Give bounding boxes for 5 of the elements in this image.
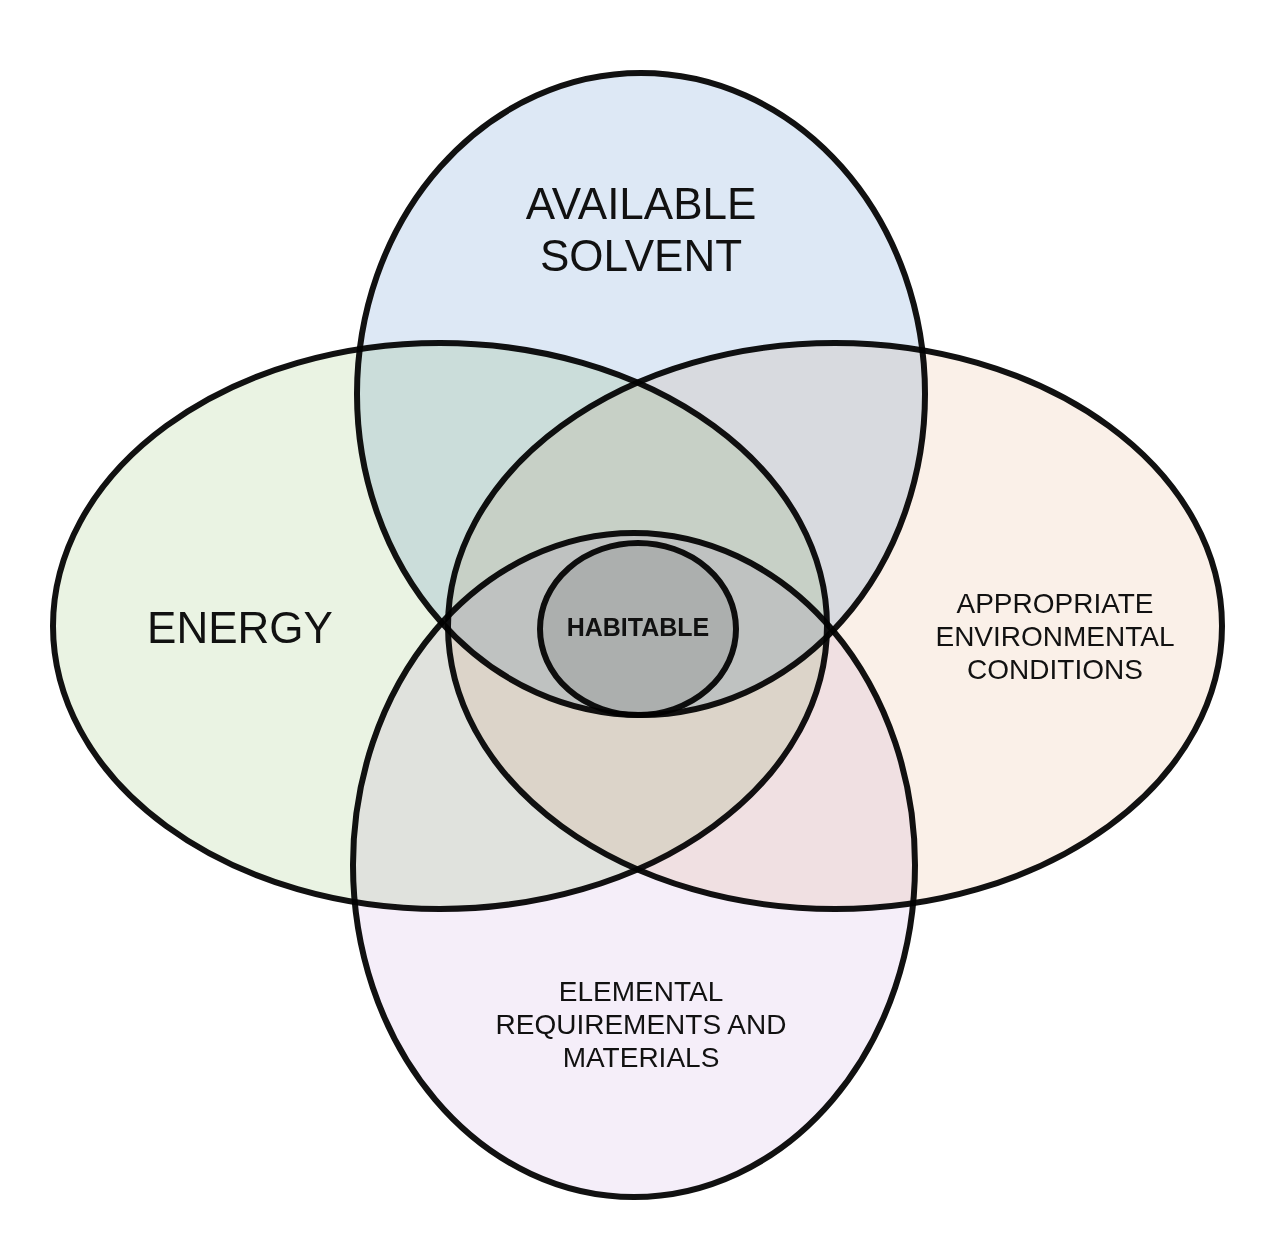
set-label: ENERGY <box>146 602 334 654</box>
set-label: APPROPRIATE ENVIRONMENTAL CONDITIONS <box>934 587 1176 687</box>
set-label: HABITABLE <box>565 613 711 643</box>
set-label: ELEMENTAL REQUIREMENTS AND MATERIALS <box>494 975 788 1075</box>
set-label: AVAILABLE SOLVENT <box>524 178 758 282</box>
